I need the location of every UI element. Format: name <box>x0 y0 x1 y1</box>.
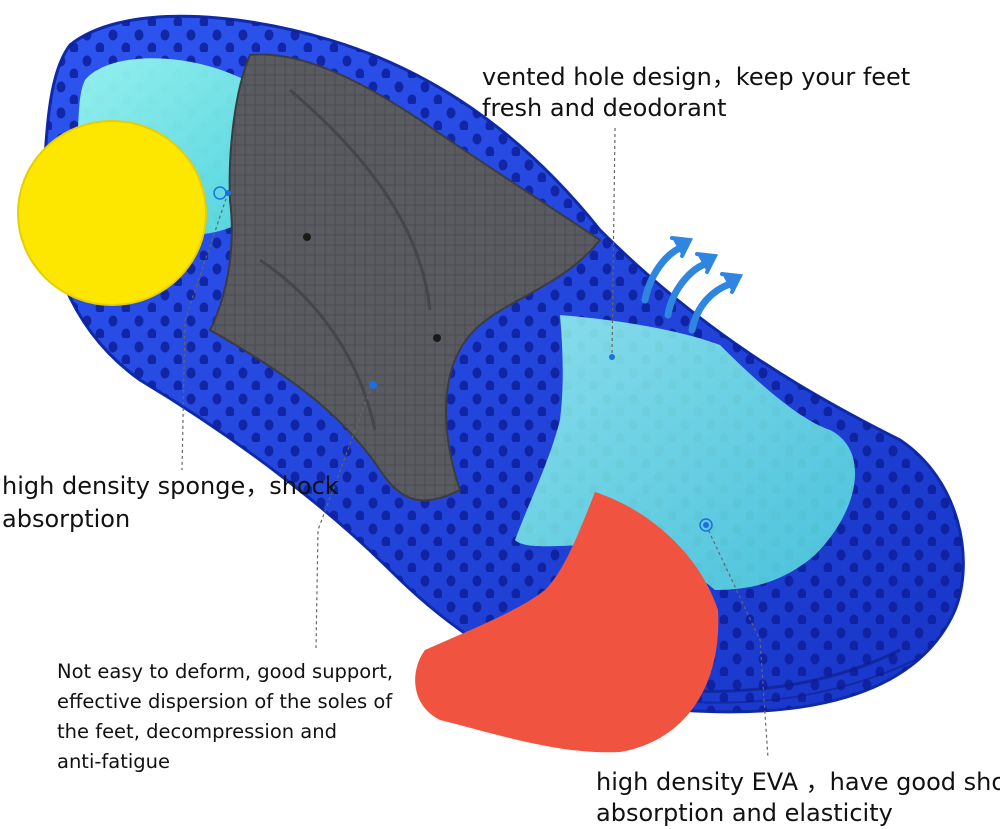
support-annotation: Not easy to deform, good support, effect… <box>57 657 417 777</box>
callout-marker-icon <box>609 354 615 360</box>
vent-airflow-arrow-icon <box>688 280 734 334</box>
sponge-annotation-line-2: absorption <box>2 505 131 533</box>
sponge-annotation-line-1: high density sponge，shock <box>2 472 339 500</box>
sponge-annotation: high density sponge，shock absorption <box>2 470 342 536</box>
vent-annotation-line-1: vented hole design，keep your feet <box>482 63 911 91</box>
support-annotation-line-2: effective dispersion of the soles of <box>57 690 393 713</box>
vent-annotation: vented hole design，keep your feet fresh … <box>482 62 922 124</box>
callout-marker-icon <box>369 381 377 389</box>
vent-airflow-arrows <box>641 236 744 334</box>
callout-leader-lines <box>181 127 769 759</box>
support-annotation-line-3: the feet, decompression and <box>57 720 337 743</box>
vent-airflow-arrow-icon <box>641 244 684 304</box>
arch-support-plate <box>208 53 602 502</box>
eva-annotation-line-1: high density EVA ，have good shock <box>596 768 1000 796</box>
callout-markers <box>213 186 713 532</box>
vent-annotation-line-2: fresh and deodorant <box>482 94 727 122</box>
support-annotation-line-1: Not easy to deform, good support, <box>57 660 394 683</box>
eva-annotation: high density EVA ，have good shock absorp… <box>596 767 1000 829</box>
callout-marker-icon <box>699 518 713 532</box>
eva-annotation-line-2: absorption and elasticity <box>596 799 893 827</box>
forefoot-pad-red <box>415 492 719 753</box>
heel-pad-yellow <box>17 120 207 306</box>
vent-airflow-arrow-icon <box>664 260 709 319</box>
support-annotation-line-4: anti-fatigue <box>57 750 171 773</box>
